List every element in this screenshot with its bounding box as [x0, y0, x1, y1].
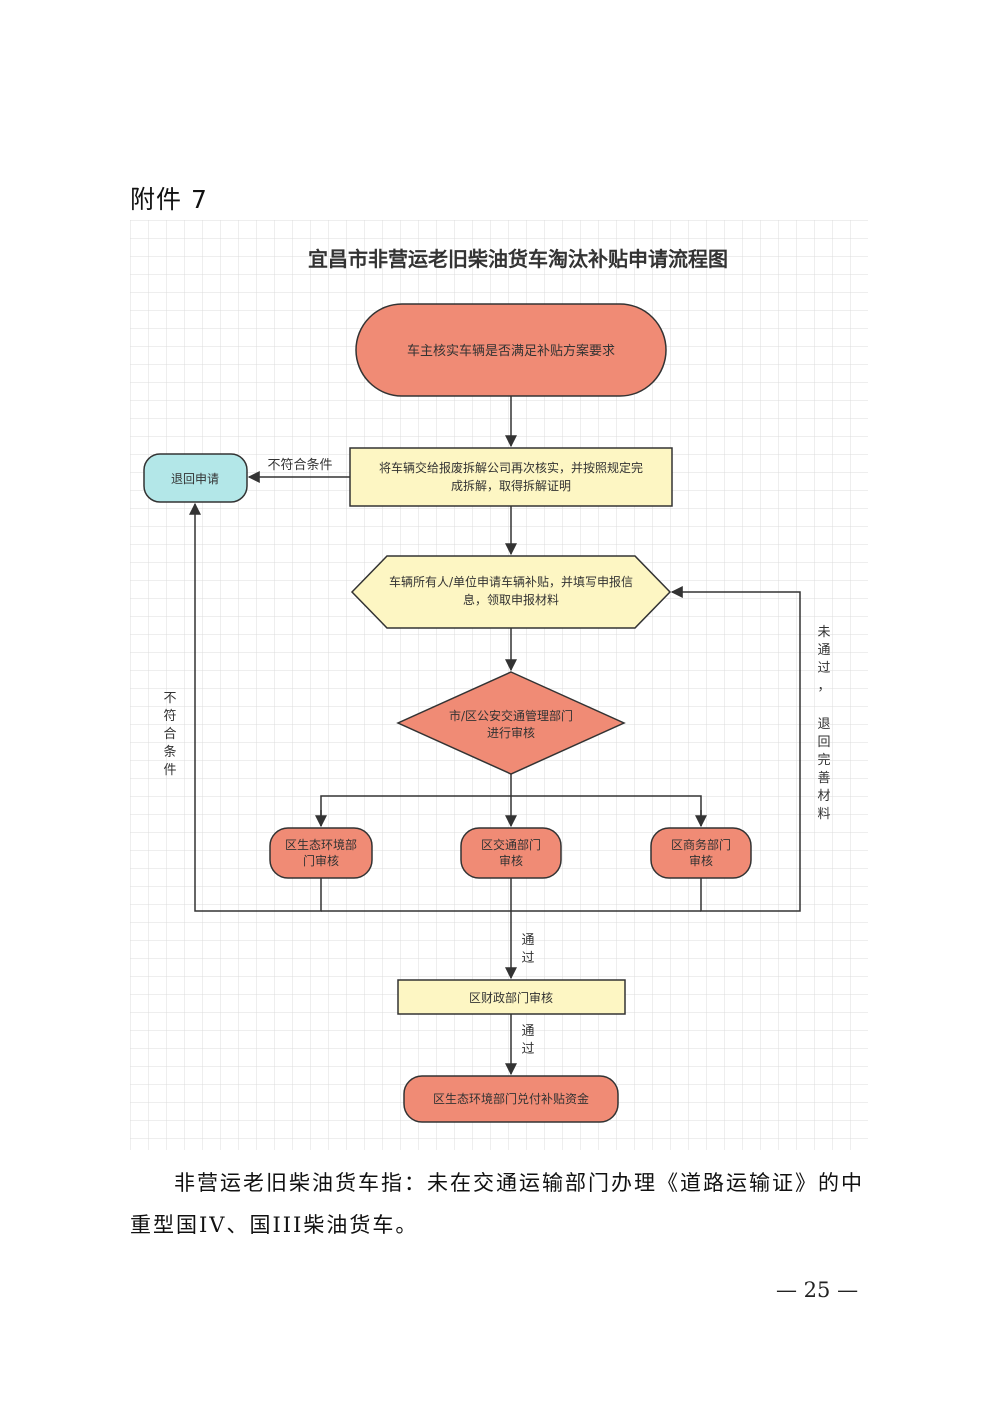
label-not-eligible-left: 不 符 合 条 件 [163, 691, 176, 778]
node-eco-dept [269, 827, 373, 879]
definition-note: 非营运老旧柴油货车指：未在交通运输部门办理《道路运输证》的中重型国IV、国III… [130, 1171, 864, 1237]
label-left-char: 件 [163, 763, 176, 778]
label-right-char: 退 [817, 717, 830, 732]
label-right-char: 通 [817, 643, 830, 658]
label-right-char: 料 [817, 807, 830, 822]
flowchart: 宜昌市非营运老旧柴油货车淘汰补贴申请流程图 车主核实车辆是否满足补贴方案要求 将… [130, 220, 868, 1150]
label-right-char: 善 [817, 770, 830, 786]
label-not-passed-right: 未 通 过 ， 退 回 完 善 材 料 [817, 625, 830, 822]
flowchart-svg: 宜昌市非营运老旧柴油货车淘汰补贴申请流程图 车主核实车辆是否满足补贴方案要求 将… [130, 220, 868, 1150]
label-passed-2-char: 通 [521, 1024, 534, 1039]
edge-not-passed-right [670, 586, 801, 912]
label-left-char: 符 [163, 708, 176, 724]
flowchart-title: 宜昌市非营运老旧柴油货车淘汰补贴申请流程图 [308, 247, 728, 271]
node-transport-text-1: 区交通部门 [481, 837, 541, 852]
node-eco-text-1: 区生态环境部 [285, 837, 357, 852]
node-eco-text-2: 门审核 [303, 853, 339, 868]
page-number: — 25 — [776, 1278, 859, 1302]
label-right-char: 回 [817, 735, 830, 750]
label-passed-2: 通 过 [521, 1024, 534, 1057]
node-commerce-text-1: 区商务部门 [671, 837, 731, 852]
label-passed-1-char: 通 [521, 933, 534, 948]
node-dismantle-text-1: 将车辆交给报废拆解公司再次核实，并按照规定完 [379, 460, 643, 475]
node-commerce-dept [650, 827, 752, 879]
node-finance [397, 979, 626, 1015]
node-dismantle [349, 447, 673, 507]
label-right-char: 过 [817, 661, 830, 676]
label-right-char: ， [817, 679, 830, 694]
label-not-eligible-top: 不符合条件 [267, 457, 332, 473]
node-return [143, 453, 248, 503]
node-apply-text-2: 息，领取申报材料 [463, 592, 559, 607]
attachment-label: 附件 7 [130, 185, 208, 214]
node-finance-text: 区财政部门审核 [469, 990, 553, 1005]
label-passed-2-char: 过 [521, 1042, 534, 1057]
label-right-char: 完 [817, 753, 830, 768]
node-transport-text-2: 审核 [499, 853, 523, 868]
label-left-char: 不 [163, 691, 176, 706]
label-passed-1: 通 过 [521, 933, 534, 966]
label-right-char: 材 [817, 789, 830, 804]
node-transport-dept [460, 827, 562, 879]
node-payout-text: 区生态环境部门兑付补贴资金 [433, 1091, 589, 1106]
node-police-text-1: 市/区公安交通管理部门 [449, 708, 573, 723]
node-apply [350, 555, 672, 629]
node-payout [403, 1075, 619, 1123]
label-passed-1-char: 过 [521, 951, 534, 966]
node-return-text: 退回申请 [171, 472, 219, 486]
node-police-text-2: 进行审核 [487, 725, 535, 740]
label-left-char: 合 [163, 727, 176, 742]
node-start-text: 车主核实车辆是否满足补贴方案要求 [407, 343, 615, 359]
node-dismantle-text-2: 成拆解，取得拆解证明 [451, 478, 571, 493]
label-right-char: 未 [817, 625, 830, 640]
edge-not-eligible-left [189, 502, 322, 912]
node-commerce-text-2: 审核 [689, 853, 713, 868]
label-left-char: 条 [163, 744, 176, 760]
node-apply-text-1: 车辆所有人/单位申请车辆补贴，并填写申报信 [389, 574, 633, 589]
